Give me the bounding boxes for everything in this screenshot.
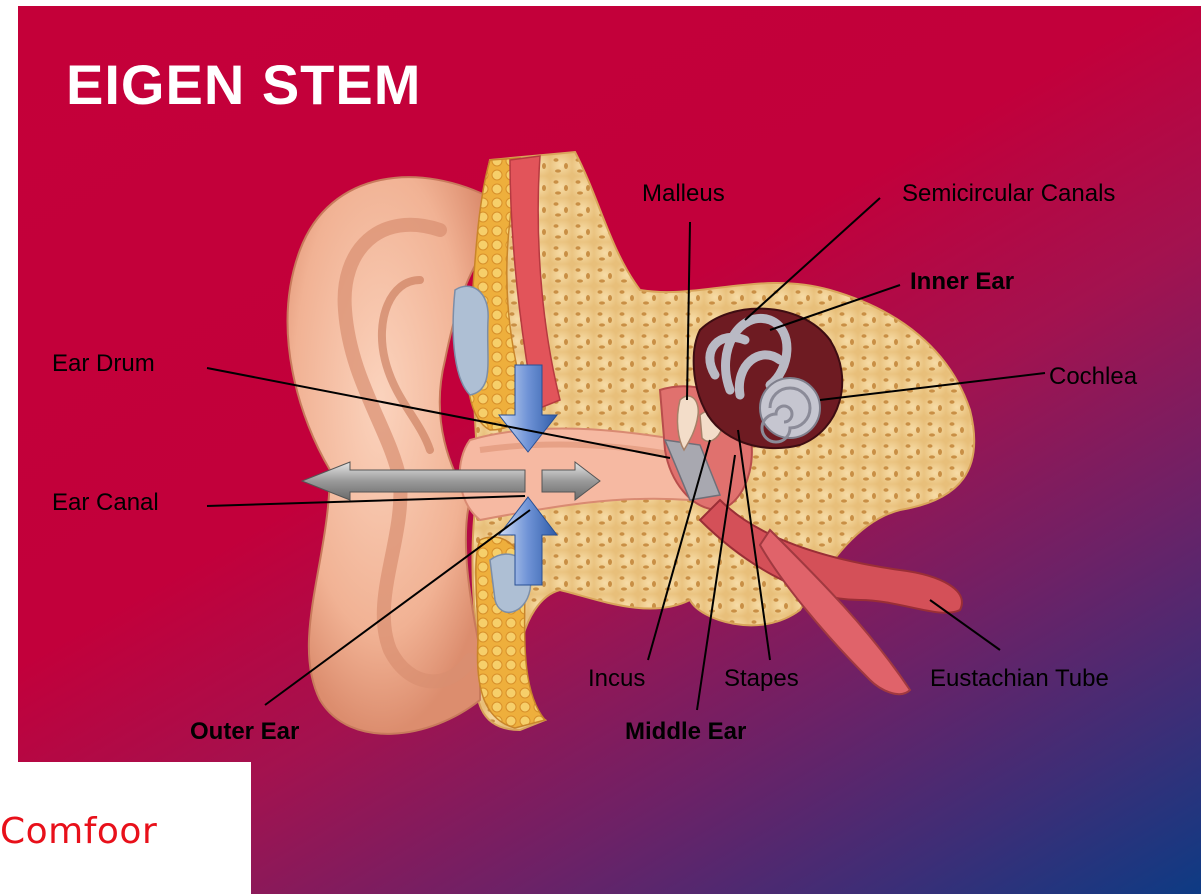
- label-malleus: Malleus: [642, 180, 725, 208]
- label-semicircular-canals: Semicircular Canals: [902, 180, 1115, 208]
- label-stapes: Stapes: [724, 665, 799, 693]
- cartilage-top: [453, 286, 488, 395]
- label-cochlea: Cochlea: [1049, 363, 1137, 391]
- label-inner-ear: Inner Ear: [910, 268, 1014, 296]
- label-outer-ear: Outer Ear: [190, 718, 299, 746]
- label-ear-drum: Ear Drum: [52, 350, 155, 378]
- label-eustachian-tube: Eustachian Tube: [930, 665, 1109, 693]
- comfoor-logo: Comfoor: [0, 811, 157, 852]
- page-title: EIGEN STEM: [66, 52, 421, 117]
- label-incus: Incus: [588, 665, 645, 693]
- label-middle-ear: Middle Ear: [625, 718, 746, 746]
- label-ear-canal: Ear Canal: [52, 489, 159, 517]
